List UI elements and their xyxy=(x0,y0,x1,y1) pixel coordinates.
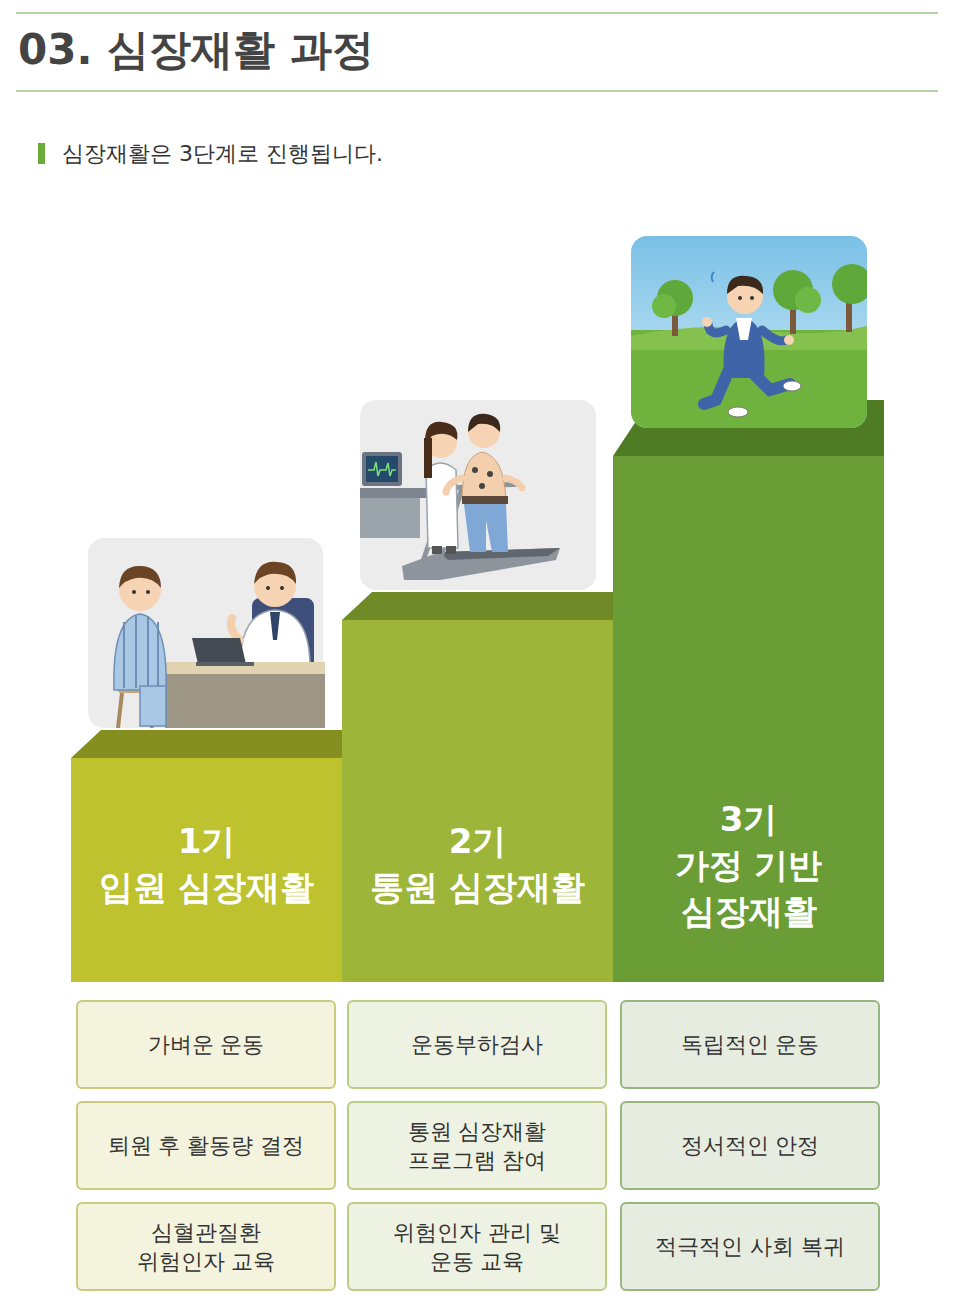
activity-box: 독립적인 운동 xyxy=(620,1000,880,1089)
page-title: 03. 심장재활 과정 xyxy=(18,24,374,76)
consult-illustration xyxy=(280,586,284,590)
activity-box: 퇴원 후 활동량 결정 xyxy=(76,1101,336,1190)
stair-top xyxy=(342,592,613,620)
activity-box: 정서적인 안정 xyxy=(620,1101,880,1190)
activity-text: 위험인자 관리 및 운동 교육 xyxy=(390,1218,565,1276)
running-illustration xyxy=(762,330,786,341)
consult-illustration xyxy=(118,693,122,728)
running-illustration xyxy=(723,318,764,378)
step-text-group: 3기가정 기반 심장재활 xyxy=(613,796,884,934)
running-illustration xyxy=(738,296,742,300)
consult-illustration xyxy=(270,612,280,640)
running-illustration xyxy=(631,236,867,428)
activity-text: 통원 심장재활 프로그램 참여 xyxy=(390,1117,565,1175)
treadmill-illustration xyxy=(360,498,420,538)
consult-illustration xyxy=(132,590,136,594)
activity-text: 정서적인 안정 xyxy=(681,1131,820,1160)
running-illustration xyxy=(784,335,794,345)
treadmill-illustration xyxy=(424,438,432,478)
consult-illustration xyxy=(123,622,125,688)
consult-illustration xyxy=(157,622,159,688)
treadmill-illustration xyxy=(464,504,508,552)
consult-illustration xyxy=(240,610,310,668)
consult-illustration xyxy=(196,662,254,666)
treadmill-illustration xyxy=(432,546,442,554)
treadmill-illustration xyxy=(472,467,478,473)
activity-box: 위험인자 관리 및 운동 교육 xyxy=(347,1202,607,1291)
consult-illustration xyxy=(254,562,296,584)
bullet-bar xyxy=(38,143,45,164)
stage-name: 통원 심장재활 xyxy=(353,864,603,910)
stair-step: 1기입원 심장재활 xyxy=(71,758,342,982)
running-illustration xyxy=(712,272,714,282)
treadmill-illustration xyxy=(487,471,493,477)
treadmill-illustration xyxy=(446,478,462,492)
running-illustration xyxy=(750,296,754,300)
treadmill-illustration xyxy=(448,484,520,488)
stage-name: 입원 심장재활 xyxy=(82,864,332,910)
rule-line xyxy=(16,13,938,14)
stair-step: 3기가정 기반 심장재활 xyxy=(613,456,884,982)
stage-number: 1기 xyxy=(82,818,332,864)
treadmill-illustration xyxy=(360,400,596,590)
bullet-bar xyxy=(38,143,45,164)
activity-text: 독립적인 운동 xyxy=(681,1030,820,1059)
consult-illustration xyxy=(119,566,161,588)
running-illustration xyxy=(783,381,801,391)
running-illustration xyxy=(652,294,676,318)
consult-illustration xyxy=(146,590,150,594)
activity-box: 통원 심장재활 프로그램 참여 xyxy=(347,1101,607,1190)
activity-text: 심혈관질환 위험인자 교육 xyxy=(119,1218,294,1276)
activity-text: 퇴원 후 활동량 결정 xyxy=(108,1131,305,1160)
treadmill-illustration xyxy=(368,462,396,476)
step-text-group: 2기통원 심장재활 xyxy=(342,818,613,910)
consult-illustration xyxy=(147,616,149,688)
running-illustration xyxy=(631,236,867,428)
consult-illustration xyxy=(231,618,240,640)
treadmill-illustration xyxy=(360,400,596,590)
consult-illustration xyxy=(165,674,325,728)
rule-line xyxy=(16,91,938,92)
treadmill-illustration xyxy=(360,488,430,498)
treadmill-illustration xyxy=(468,414,500,432)
running-illustration xyxy=(631,236,872,428)
activity-text: 적극적인 사회 복귀 xyxy=(655,1232,845,1261)
running-illustration xyxy=(795,287,821,313)
consult-illustration xyxy=(135,616,137,688)
activity-box: 심혈관질환 위험인자 교육 xyxy=(76,1202,336,1291)
treadmill-illustration xyxy=(479,483,485,489)
stair-step: 2기통원 심장재활 xyxy=(342,620,613,982)
consult-illustration xyxy=(192,638,246,664)
running-illustration xyxy=(728,407,748,417)
subtitle-note: 심장재활은 3단계로 진행됩니다. xyxy=(62,139,383,169)
step-text-group: 1기입원 심장재활 xyxy=(71,818,342,910)
stage-number: 3기 xyxy=(649,796,849,842)
running-illustration xyxy=(832,264,867,304)
rule-line xyxy=(16,13,938,91)
running-illustration xyxy=(727,276,763,294)
activity-box: 운동부하검사 xyxy=(347,1000,607,1089)
stair-top xyxy=(71,730,342,758)
activity-text: 가벼운 운동 xyxy=(148,1030,265,1059)
activity-text: 운동부하검사 xyxy=(411,1030,543,1059)
stage-name: 가정 기반 심장재활 xyxy=(649,842,849,934)
treadmill-illustration xyxy=(362,452,402,486)
consult-illustration xyxy=(140,686,166,726)
consult-illustration xyxy=(114,614,166,690)
activity-box: 가벼운 운동 xyxy=(76,1000,336,1089)
treadmill-illustration xyxy=(462,452,506,500)
consult-illustration xyxy=(88,538,325,728)
consult-illustration xyxy=(266,586,270,590)
consult-illustration xyxy=(150,662,325,674)
stage-number: 2기 xyxy=(353,818,603,864)
treadmill-illustration xyxy=(366,456,398,482)
treadmill-illustration xyxy=(506,478,522,488)
activity-box: 적극적인 사회 복귀 xyxy=(620,1202,880,1291)
running-illustration xyxy=(702,317,712,327)
treadmill-illustration xyxy=(446,546,456,554)
treadmill-illustration xyxy=(462,496,508,504)
running-illustration xyxy=(736,318,752,340)
